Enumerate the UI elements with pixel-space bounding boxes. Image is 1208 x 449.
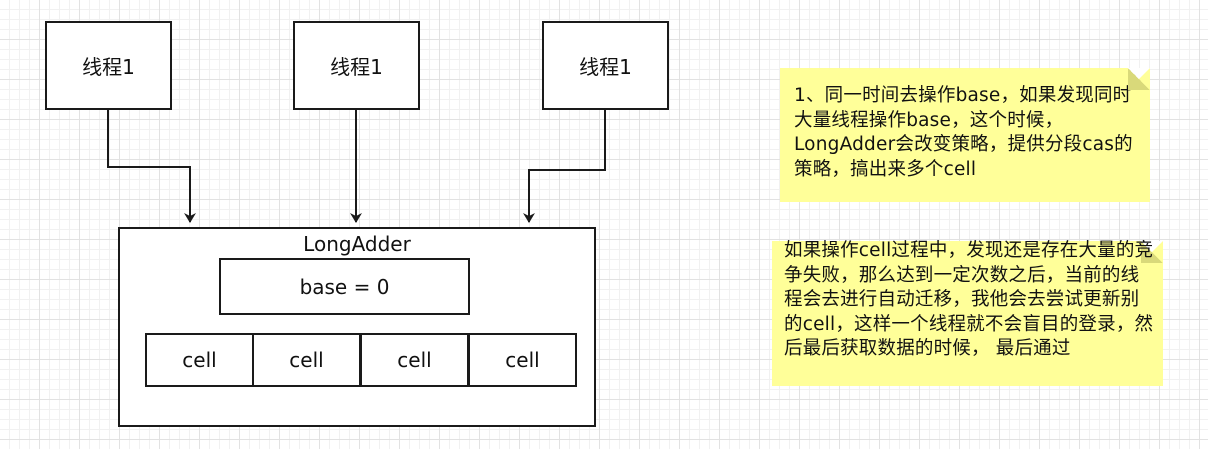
cell-box-3: cell [360,333,469,387]
cell-box-1: cell [145,333,254,387]
thread-box-2: 线程1 [293,21,420,110]
cell-label: cell [397,348,432,372]
base-label: base = 0 [299,274,390,299]
cell-label: cell [289,348,324,372]
thread-label: 线程1 [82,55,135,79]
longadder-container: LongAdder [118,227,596,427]
cell-label: cell [505,348,540,372]
note-segmented-cas: 1、同一时间去操作base，如果发现同时大量线程操作base，这个时候，Long… [780,68,1150,202]
cell-box-2: cell [252,333,361,387]
cell-label: cell [182,348,217,372]
thread-box-1: 线程1 [45,21,172,110]
base-box: base = 0 [219,258,470,315]
cell-box-4: cell [468,333,577,387]
thread-label: 线程1 [579,55,632,79]
note-text: 1、同一时间去操作base，如果发现同时大量线程操作base，这个时候，Long… [794,85,1133,180]
note-fold-corner [1141,241,1163,263]
note-cell-migration: 如果操作cell过程中，发现还是存在大量的竞争失败，那么达到一定次数之后，当前的… [772,240,1163,386]
note-fold-corner [1128,68,1150,90]
arrow-thread1-to-adder [107,110,196,223]
arrow-thread3-to-adder [523,110,606,223]
thread-box-3: 线程1 [542,21,669,110]
thread-label: 线程1 [330,55,383,79]
note-text: 如果操作cell过程中，发现还是存在大量的竞争失败，那么达到一定次数之后，当前的… [784,240,1154,359]
longadder-title: LongAdder [303,232,411,256]
